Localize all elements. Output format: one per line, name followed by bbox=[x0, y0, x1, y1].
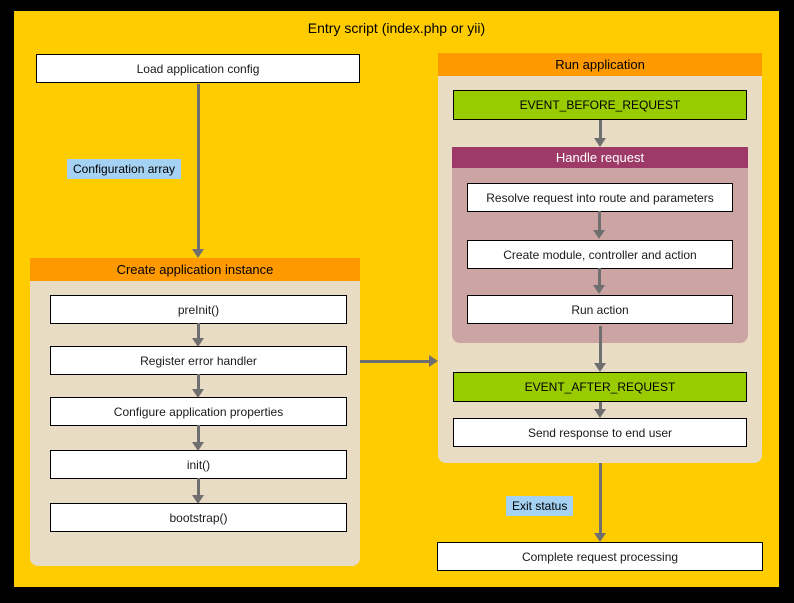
arrow-head-down-icon bbox=[594, 409, 606, 418]
arrow-runaction-to-eventafter-icon bbox=[594, 326, 606, 372]
arrow-shaft bbox=[196, 478, 200, 497]
arrow-down-icon bbox=[192, 323, 204, 347]
step-preinit-box: preInit() bbox=[50, 295, 347, 324]
step-create-module-box: Create module, controller and action bbox=[467, 240, 733, 269]
arrow-head-down-icon bbox=[192, 389, 204, 398]
arrow-create-to-run-icon bbox=[360, 355, 438, 367]
complete-request-processing-box: Complete request processing bbox=[437, 542, 763, 571]
arrow-shaft bbox=[196, 374, 200, 391]
arrow-shaft bbox=[598, 120, 602, 140]
arrow-down-icon bbox=[593, 268, 605, 294]
arrow-head-down-icon bbox=[594, 138, 606, 147]
arrow-shaft bbox=[196, 323, 200, 340]
arrow-down-icon bbox=[192, 374, 204, 398]
arrow-down-icon bbox=[594, 402, 606, 418]
arrow-shaft bbox=[597, 211, 601, 232]
arrow-shaft bbox=[598, 463, 602, 535]
arrow-head-right-icon bbox=[429, 355, 438, 367]
step-configure-properties-box: Configure application properties bbox=[50, 397, 347, 426]
run-application-header: Run application bbox=[438, 53, 762, 76]
arrow-shaft bbox=[360, 359, 431, 363]
handle-request-header: Handle request bbox=[452, 147, 748, 168]
load-application-config-box: Load application config bbox=[36, 54, 360, 83]
create-application-instance-header: Create application instance bbox=[30, 258, 360, 281]
arrow-down-icon bbox=[192, 425, 204, 451]
arrow-head-down-icon bbox=[192, 338, 204, 347]
arrow-head-down-icon bbox=[192, 495, 204, 504]
event-before-request-box: EVENT_BEFORE_REQUEST bbox=[453, 90, 747, 120]
entry-script-container: Entry script (index.php or yii) Load app… bbox=[14, 11, 779, 587]
configuration-array-label: Configuration array bbox=[67, 159, 182, 179]
run-application-panel: Run application EVENT_BEFORE_REQUEST Han… bbox=[438, 53, 762, 463]
arrow-down-icon bbox=[594, 120, 606, 147]
step-register-error-handler-box: Register error handler bbox=[50, 346, 347, 375]
create-application-instance-panel: Create application instance preInit() Re… bbox=[30, 258, 360, 566]
arrow-head-down-icon bbox=[593, 230, 605, 239]
arrow-head-down-icon bbox=[192, 249, 204, 258]
arrow-shaft bbox=[196, 425, 200, 444]
step-bootstrap-box: bootstrap() bbox=[50, 503, 347, 532]
arrow-head-down-icon bbox=[594, 363, 606, 372]
step-init-box: init() bbox=[50, 450, 347, 479]
arrow-down-icon bbox=[192, 478, 204, 504]
arrow-head-down-icon bbox=[593, 285, 605, 294]
send-response-box: Send response to end user bbox=[453, 418, 747, 447]
arrow-shaft bbox=[597, 268, 601, 287]
arrow-run-to-complete-icon bbox=[594, 463, 606, 542]
step-run-action-box: Run action bbox=[467, 295, 733, 324]
arrow-shaft bbox=[196, 84, 200, 251]
exit-status-label: Exit status bbox=[506, 496, 574, 516]
arrow-shaft bbox=[598, 326, 602, 365]
arrow-head-down-icon bbox=[192, 442, 204, 451]
event-after-request-box: EVENT_AFTER_REQUEST bbox=[453, 372, 747, 402]
arrow-shaft bbox=[598, 402, 602, 411]
step-resolve-request-box: Resolve request into route and parameter… bbox=[467, 183, 733, 212]
arrow-head-down-icon bbox=[594, 533, 606, 542]
handle-request-panel: Handle request Resolve request into rout… bbox=[452, 147, 748, 343]
arrow-config-to-create-icon bbox=[192, 84, 204, 258]
diagram-title: Entry script (index.php or yii) bbox=[307, 20, 486, 36]
arrow-down-icon bbox=[593, 211, 605, 239]
